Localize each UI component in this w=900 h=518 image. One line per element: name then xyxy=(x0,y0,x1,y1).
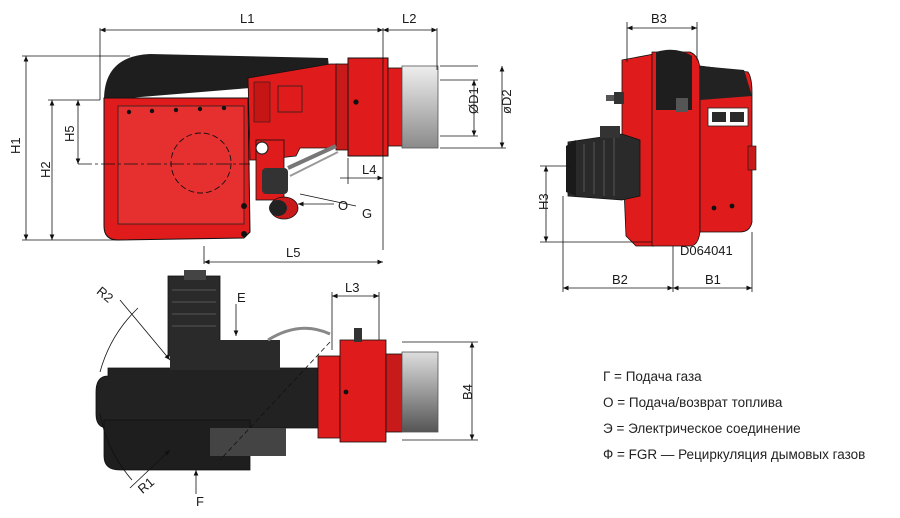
marker-O: O xyxy=(338,198,348,213)
dim-B2: B2 xyxy=(612,272,628,287)
dim-R1: R1 xyxy=(135,474,157,496)
marker-E: E xyxy=(237,290,246,305)
dim-H5: H5 xyxy=(62,125,77,142)
top-view-dimensions xyxy=(119,292,478,494)
legend-item-gas: Г = Подача газа xyxy=(603,369,702,384)
side-view xyxy=(103,54,439,241)
dim-B1: B1 xyxy=(705,272,721,287)
dim-D1: ØD1 xyxy=(466,87,481,114)
top-view-dimension-labels: L3 B4 R2 R1 E F xyxy=(94,280,475,509)
dim-L2: L2 xyxy=(402,11,416,26)
dim-H2: H2 xyxy=(38,161,53,178)
side-view-dimension-labels: L1 L2 H1 H2 H5 ØD1 øD2 L4 L5 O G xyxy=(8,11,514,260)
front-view-dimensions xyxy=(540,22,753,292)
side-view-dimensions xyxy=(22,27,506,265)
front-view xyxy=(566,49,757,247)
dim-R2: R2 xyxy=(94,283,116,305)
dim-H3: H3 xyxy=(536,193,551,210)
marker-F: F xyxy=(196,494,204,509)
dim-H1: H1 xyxy=(8,137,23,154)
top-view xyxy=(95,270,439,481)
dim-L3: L3 xyxy=(345,280,359,295)
dim-L4: L4 xyxy=(362,162,376,177)
connection-legend: Г = Подача газа О = Подача/возврат топли… xyxy=(603,364,895,468)
front-view-dimension-labels: B3 H3 B2 B1 xyxy=(536,11,721,287)
marker-G: G xyxy=(362,206,372,221)
dim-D2: øD2 xyxy=(499,89,514,114)
dim-L5: L5 xyxy=(286,245,300,260)
dim-B4: B4 xyxy=(460,384,475,400)
dim-B3: B3 xyxy=(651,11,667,26)
legend-item-oil: О = Подача/возврат топлива xyxy=(603,395,783,410)
legend-item-electric: Э = Электрическое соединение xyxy=(603,421,801,436)
legend-item-fgr: Ф = FGR — Рециркуляция дымовых газов xyxy=(603,447,866,462)
drawing-number: D064041 xyxy=(680,243,733,258)
dim-L1: L1 xyxy=(240,11,254,26)
